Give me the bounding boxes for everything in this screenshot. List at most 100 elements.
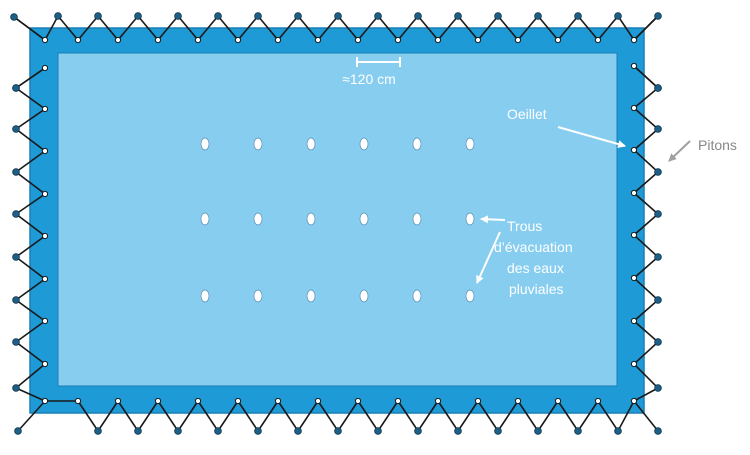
piton xyxy=(14,427,22,435)
piton xyxy=(174,12,182,20)
piton xyxy=(12,384,20,392)
eyelet-arrow xyxy=(557,126,626,148)
piton xyxy=(12,338,20,346)
eyelet xyxy=(554,397,562,405)
eyelet xyxy=(234,397,242,405)
eyelet xyxy=(630,317,638,325)
eyelet xyxy=(474,36,482,44)
piton xyxy=(294,12,302,20)
eyelet xyxy=(41,232,49,240)
eyelet xyxy=(594,397,602,405)
eyelet xyxy=(314,397,322,405)
piton xyxy=(614,427,622,435)
eyelet xyxy=(630,231,638,239)
drain-hole xyxy=(465,212,475,226)
drain-hole xyxy=(359,212,369,226)
drain-arrow-upper xyxy=(480,215,506,224)
eyelet xyxy=(274,397,282,405)
piton xyxy=(494,427,502,435)
piton xyxy=(294,427,302,435)
eyelet xyxy=(594,36,602,44)
eyelet xyxy=(41,36,49,44)
drain-hole xyxy=(200,289,210,303)
drain-hole xyxy=(306,289,316,303)
drain-hole xyxy=(200,212,210,226)
piton xyxy=(12,168,20,176)
piton xyxy=(454,12,462,20)
eyelet xyxy=(630,62,638,70)
piton xyxy=(654,210,662,218)
piton xyxy=(134,427,142,435)
piton xyxy=(94,427,102,435)
drain-hole xyxy=(359,137,369,151)
piton xyxy=(574,427,582,435)
eyelet xyxy=(41,397,49,405)
eyelet xyxy=(630,274,638,282)
eyelet-annotation: Oeillet xyxy=(507,106,626,148)
piton xyxy=(454,427,462,435)
piton xyxy=(654,168,662,176)
piton xyxy=(334,12,342,20)
piton xyxy=(414,12,422,20)
rope-line xyxy=(77,399,659,433)
drain-hole xyxy=(412,212,422,226)
piton xyxy=(174,427,182,435)
piton xyxy=(10,13,18,21)
drain-hole xyxy=(359,289,369,303)
eyelet xyxy=(630,36,638,44)
drain-hole xyxy=(412,137,422,151)
eyelet xyxy=(630,360,638,368)
piton xyxy=(494,12,502,20)
eyelet xyxy=(41,190,49,198)
piton xyxy=(654,296,662,304)
piton xyxy=(254,12,262,20)
drain-label-line2: d’évacuation xyxy=(494,239,573,255)
rope-line xyxy=(44,14,659,42)
drain-hole xyxy=(412,289,422,303)
piton xyxy=(614,12,622,20)
scale-label: ≈120 cm xyxy=(342,71,396,87)
piton xyxy=(414,427,422,435)
rope-line xyxy=(13,16,46,41)
eyelet xyxy=(514,397,522,405)
eyelet xyxy=(630,104,638,112)
drain-label-line4: pluviales xyxy=(509,281,563,297)
drain-annotation: Trous d’évacuation des eaux pluviales xyxy=(476,215,573,297)
drain-hole xyxy=(253,137,263,151)
drain-label-line1: Trous xyxy=(507,218,542,234)
eyelet xyxy=(234,36,242,44)
piton xyxy=(654,427,662,435)
eyelet xyxy=(354,397,362,405)
piton xyxy=(654,384,662,392)
piton xyxy=(574,12,582,20)
piton xyxy=(654,338,662,346)
drain-hole xyxy=(465,137,475,151)
drain-hole xyxy=(253,212,263,226)
piton xyxy=(12,210,20,218)
drain-holes xyxy=(200,137,475,303)
piton xyxy=(654,253,662,261)
eyelet xyxy=(114,397,122,405)
pitons-annotation: Pitons xyxy=(668,137,737,162)
scale-bar: ≈120 cm xyxy=(342,57,401,87)
piton xyxy=(94,12,102,20)
drain-arrow-lower xyxy=(476,231,501,284)
piton xyxy=(214,427,222,435)
cover-inner-panel xyxy=(57,52,618,387)
piton xyxy=(534,12,542,20)
eyelet xyxy=(630,146,638,154)
eyelet xyxy=(630,397,638,405)
eyelet xyxy=(114,36,122,44)
pitons-label: Pitons xyxy=(698,137,737,153)
piton xyxy=(12,253,20,261)
drain-hole xyxy=(306,212,316,226)
piton xyxy=(134,12,142,20)
eyelet xyxy=(630,189,638,197)
eyelet xyxy=(41,105,49,113)
eyelet xyxy=(41,360,49,368)
drain-hole xyxy=(253,289,263,303)
drain-hole xyxy=(306,137,316,151)
piton xyxy=(374,12,382,20)
piton xyxy=(534,427,542,435)
eyelet-label: Oeillet xyxy=(507,106,547,122)
